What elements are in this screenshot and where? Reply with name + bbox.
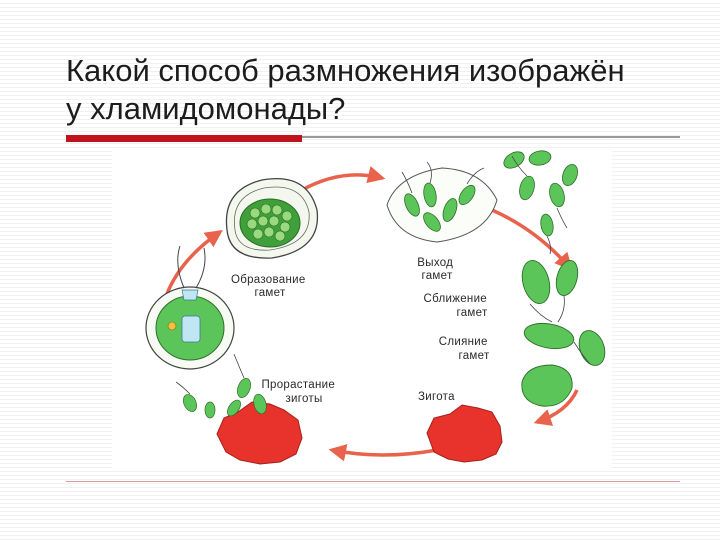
label-zygote-germination-line2: зиготы: [285, 393, 322, 405]
label-zygote: Зигота: [418, 391, 455, 403]
label-gamete-formation-line1: Образование: [231, 274, 306, 286]
zygote-red-right: [427, 405, 502, 462]
svg-text:Прорастание зиготы: Прорастание зиготы: [261, 379, 338, 405]
label-zygote-germination-line1: Прорастание: [261, 379, 335, 391]
svg-text:Образование гамет: Образование гамет: [231, 274, 309, 299]
arrow-top: [302, 175, 382, 190]
label-gamete-formation-line2: гамет: [254, 287, 285, 299]
arrow-bottom: [332, 450, 437, 455]
released-gametes-cluster: [387, 162, 497, 242]
svg-text:Сближение гамет: Сближение гамет: [424, 293, 491, 319]
slide-title: Какой способ размножения изображён у хла…: [66, 52, 686, 128]
label-gamete-approach-line2: гамет: [456, 307, 487, 319]
label-gamete-approach-line1: Сближение: [424, 293, 487, 305]
label-gamete-release-line2: гамет: [421, 270, 452, 282]
free-gametes: [501, 150, 580, 237]
approaching-gametes: [518, 257, 582, 322]
label-gamete-release-line1: Выход: [417, 257, 453, 269]
mature-cell-left: [146, 246, 234, 369]
svg-text:Выход гамет: Выход гамет: [417, 257, 456, 282]
chlamydomonas-life-cycle-diagram: Образование гамет Выход гамет Сближение …: [112, 150, 612, 470]
svg-text:Слияние гамет: Слияние гамет: [439, 336, 491, 362]
gamete-formation-cell: [226, 179, 317, 259]
label-gamete-fusion-line1: Слияние: [439, 336, 488, 348]
footer-divider-line: [66, 481, 680, 482]
zygote-cell-green: [522, 365, 572, 406]
zygote-red-left: [176, 354, 302, 464]
diagram-labels: Образование гамет Выход гамет Сближение …: [231, 257, 491, 405]
fusing-gametes: [522, 320, 609, 369]
arrow-right-upper: [492, 210, 570, 268]
label-gamete-fusion-line2: гамет: [458, 350, 489, 362]
title-accent-bar: [66, 135, 302, 142]
title-divider-line: [302, 136, 680, 138]
